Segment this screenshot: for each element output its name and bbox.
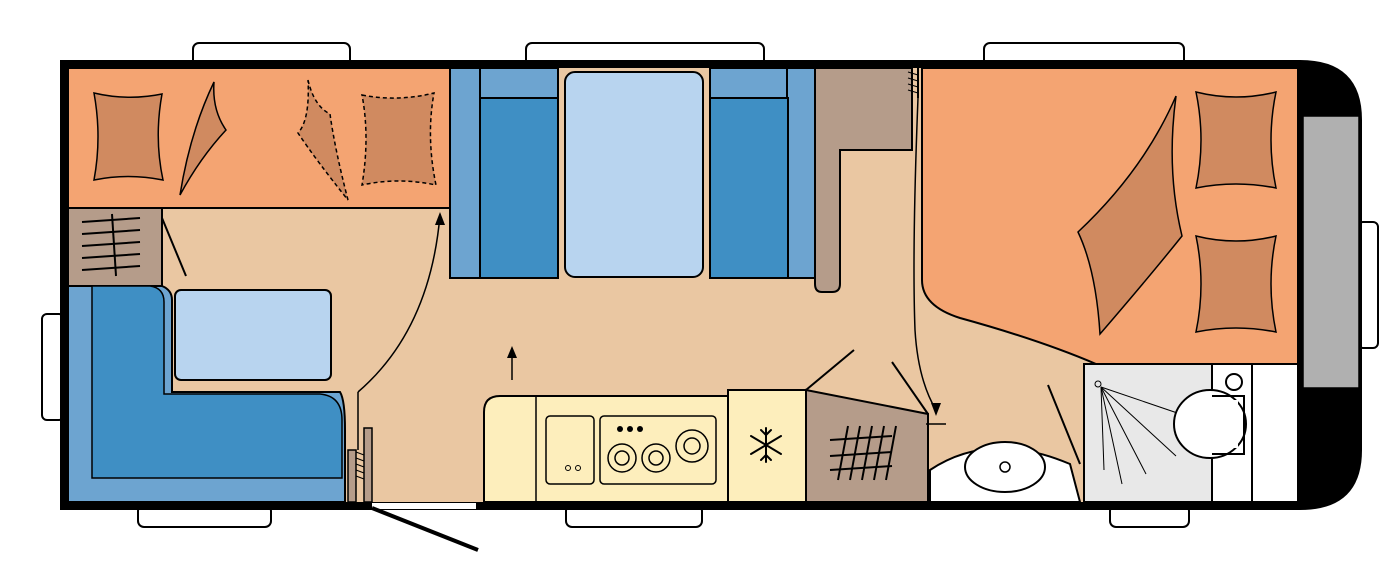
wardrobe (805, 388, 929, 503)
wardrobe-door-swing (805, 349, 855, 391)
gas-burner-icon (675, 429, 709, 463)
drain-icon (565, 465, 571, 471)
toilet-flush-icon (1225, 373, 1243, 391)
dinette-bench-right (709, 97, 789, 279)
wardrobe-door-swing (891, 361, 929, 415)
front-table (174, 289, 332, 381)
gas-burner-ring (683, 437, 701, 455)
hanger-rail (829, 465, 893, 471)
hob-area (599, 415, 717, 485)
pillow-icon (93, 92, 164, 181)
drain-icon (999, 461, 1011, 473)
gas-burner-icon (607, 443, 637, 473)
door-frame (363, 427, 373, 503)
hanger-icon (81, 213, 141, 277)
gas-burner-ring (648, 450, 664, 466)
gas-burner-icon (641, 443, 671, 473)
pillow-icon (1195, 90, 1277, 189)
toilet-tank (1212, 395, 1245, 455)
hanger-icon (837, 425, 849, 481)
rear-storage-panel (1302, 115, 1360, 389)
sink-basin-icon (964, 441, 1046, 493)
pillow-icon (1077, 95, 1183, 336)
drain-icon (575, 465, 581, 471)
dinette-bench-right-side (786, 67, 816, 279)
dinette-bench-left (479, 97, 559, 279)
entrance-opening (372, 503, 476, 509)
spring-icon (355, 451, 365, 480)
hob-knob-icon (617, 426, 643, 432)
hob-knob-icon (627, 426, 633, 432)
hanger-rail (829, 451, 893, 457)
dinette-bench-left-side (449, 67, 481, 279)
walk-path (357, 214, 441, 393)
washroom-door-swing (1047, 384, 1081, 465)
pillow-icon (179, 81, 227, 196)
front-seat-inner (91, 285, 343, 479)
hanger-rail (829, 435, 893, 441)
hob-knob-icon (617, 426, 623, 432)
gas-burner-icon (607, 429, 709, 473)
walk-path (913, 97, 937, 411)
dinette-table (564, 71, 704, 278)
entrance-door[interactable] (371, 506, 479, 552)
arrow-up-icon (435, 212, 445, 225)
arrow-up-icon (507, 346, 517, 358)
hanger-icon (849, 425, 861, 481)
sink-basin-icon (545, 415, 595, 485)
spring-icon (907, 71, 919, 94)
cabinet-door-swing (161, 217, 187, 277)
toilet-tank (1212, 400, 1238, 448)
snowflake-icon (750, 427, 782, 463)
tall-cabinet (814, 67, 913, 293)
pillow-icon (1195, 234, 1277, 333)
toilet-room (1211, 363, 1299, 503)
pillow-icon (361, 91, 437, 186)
gas-burner-ring (614, 450, 630, 466)
door-frame (347, 449, 357, 503)
hanger-icon (829, 425, 897, 481)
hob-knob-icon (637, 426, 643, 432)
shower-head-icon (1094, 380, 1193, 485)
arrow-down-icon (931, 403, 941, 416)
pillow-icon (297, 79, 349, 201)
